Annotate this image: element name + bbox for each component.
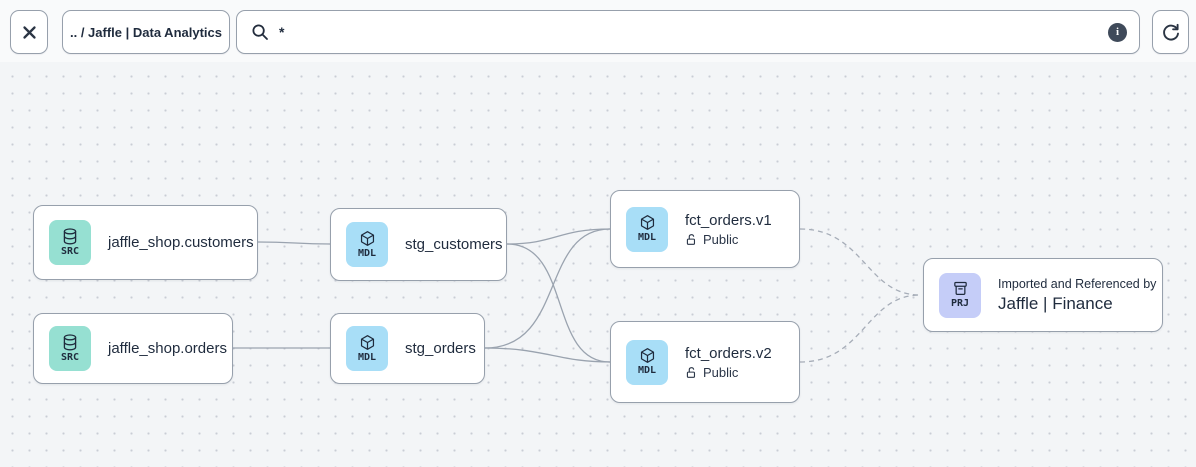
close-button[interactable]	[10, 10, 48, 54]
cube-icon	[640, 215, 654, 230]
project-badge: PRJ	[939, 272, 981, 318]
search-input[interactable]	[279, 24, 1108, 40]
node-title: Jaffle | Finance	[998, 293, 1113, 313]
node-title: jaffle_shop.orders	[108, 340, 227, 357]
badge-label: SRC	[60, 351, 80, 363]
node-subtitle: Imported and Referenced by	[998, 276, 1157, 291]
node-title: jaffle_shop.customers	[108, 234, 254, 251]
badge-label: MDL	[357, 247, 377, 259]
close-icon	[22, 25, 36, 39]
access-row: Public	[685, 365, 772, 380]
breadcrumb-label: .. / Jaffle | Data Analytics	[70, 24, 222, 40]
badge-label: MDL	[637, 232, 657, 243]
search-box: i	[236, 10, 1140, 54]
node-title: stg_orders	[405, 340, 476, 357]
node-title: stg_customers	[405, 236, 503, 253]
archive-box-icon	[953, 281, 967, 295]
node-fct-orders-v1[interactable]: MDL fct_orders.v1 Public	[610, 190, 800, 268]
access-row: Public	[685, 232, 772, 247]
access-label: Public	[703, 364, 739, 380]
node-stg-orders[interactable]: MDL stg_orders	[330, 313, 485, 384]
model-badge: MDL	[626, 339, 668, 385]
edge-stgorders-v1	[484, 228, 611, 349]
model-badge: MDL	[346, 222, 388, 267]
badge-label: MDL	[357, 351, 377, 363]
node-title: fct_orders.v1	[685, 211, 772, 229]
source-badge: SRC	[49, 220, 91, 265]
edge-stgcustomers-v1	[506, 228, 611, 245]
node-source-orders[interactable]: SRC jaffle_shop.orders	[33, 313, 233, 384]
cube-icon	[640, 348, 654, 363]
edge-stgcustomers-v2	[506, 243, 611, 363]
database-icon	[63, 333, 77, 350]
node-source-customers[interactable]: SRC jaffle_shop.customers	[33, 205, 258, 280]
access-label: Public	[703, 231, 739, 247]
model-badge: MDL	[626, 206, 668, 252]
badge-label: MDL	[637, 365, 657, 376]
edge-v1-project	[799, 228, 921, 296]
cube-icon	[360, 334, 374, 350]
refresh-icon	[1162, 23, 1179, 41]
lock-open-icon	[686, 366, 696, 378]
badge-label: SRC	[60, 245, 80, 257]
node-stg-customers[interactable]: MDL stg_customers	[330, 208, 507, 281]
database-icon	[63, 227, 77, 244]
cube-icon	[360, 230, 374, 246]
info-icon[interactable]: i	[1108, 22, 1127, 42]
edge-customers-stg	[257, 241, 331, 245]
breadcrumb[interactable]: .. / Jaffle | Data Analytics	[62, 10, 230, 54]
node-project-finance[interactable]: PRJ Imported and Referenced by Jaffle | …	[923, 258, 1163, 332]
model-badge: MDL	[346, 326, 388, 371]
edge-layer	[232, 228, 921, 363]
badge-label: PRJ	[950, 298, 970, 309]
edge-stgorders-v2	[484, 347, 611, 363]
source-badge: SRC	[49, 326, 91, 371]
lineage-canvas[interactable]: SRC jaffle_shop.customers SRC jaffle_sho…	[0, 62, 1196, 467]
search-icon	[252, 24, 268, 40]
node-title: fct_orders.v2	[685, 344, 772, 362]
toolbar: .. / Jaffle | Data Analytics i	[0, 0, 1196, 62]
refresh-button[interactable]	[1152, 10, 1189, 54]
lock-open-icon	[686, 233, 696, 245]
edge-v2-project	[799, 294, 921, 363]
node-fct-orders-v2[interactable]: MDL fct_orders.v2 Public	[610, 321, 800, 403]
